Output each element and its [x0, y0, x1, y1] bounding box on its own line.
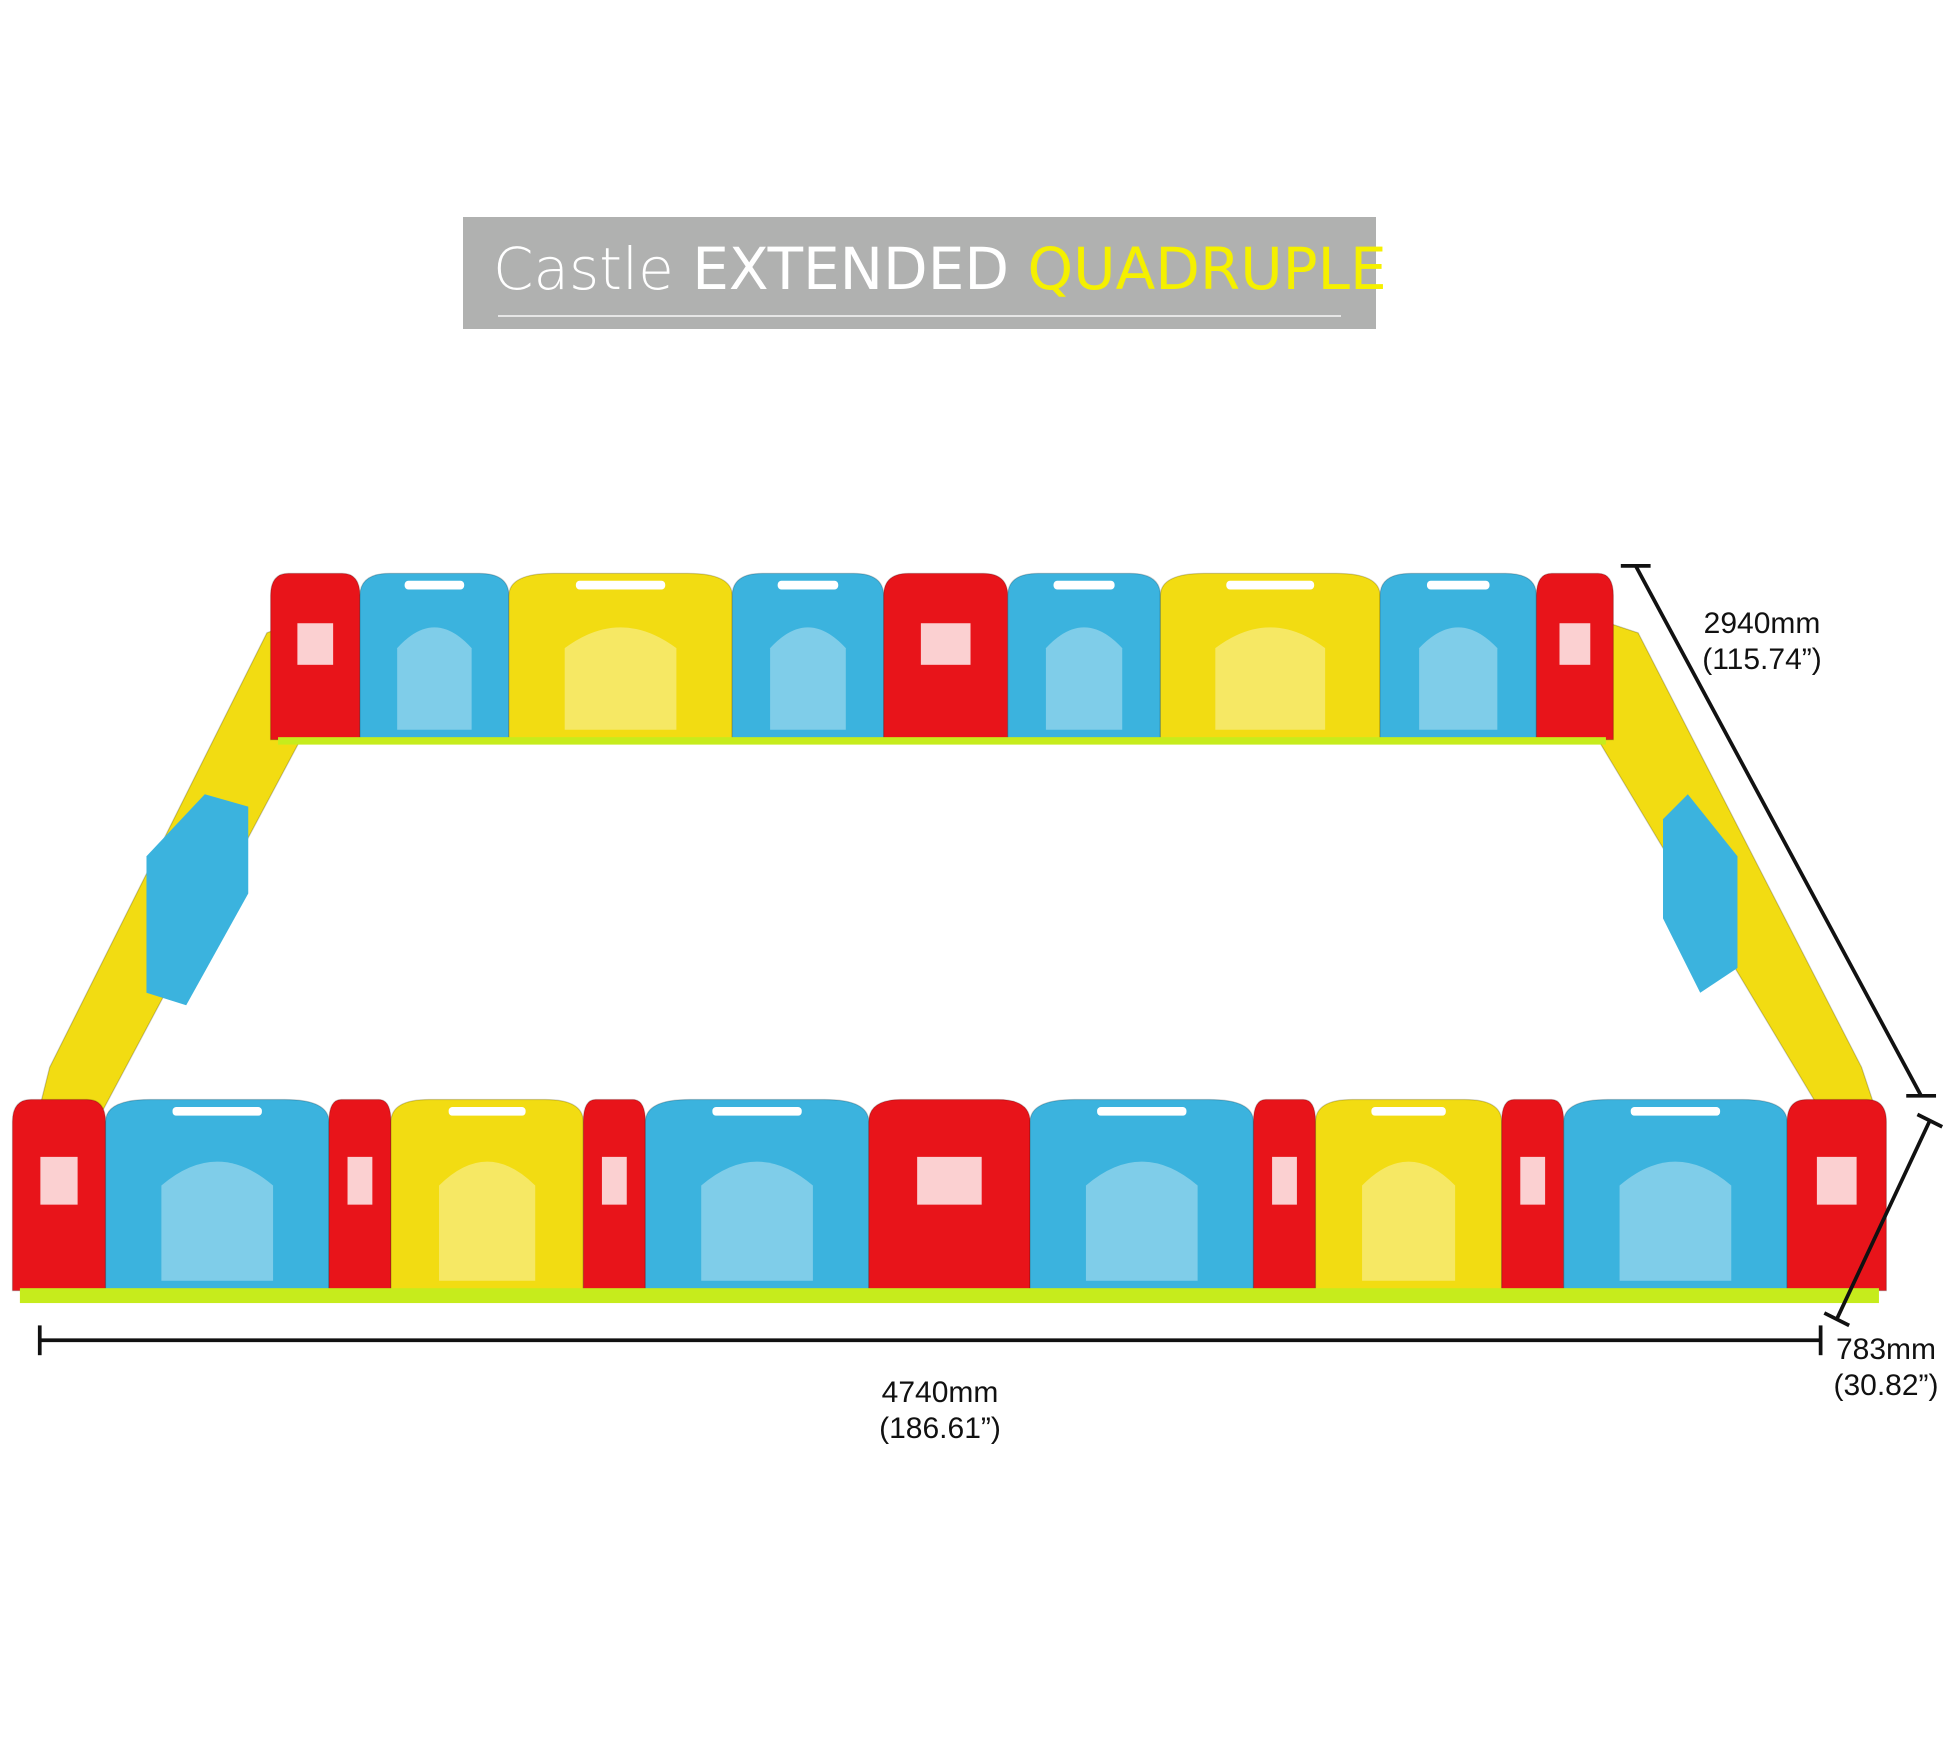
width-inch: (115.74”)	[1702, 643, 1822, 676]
height-label: 783mm (30.82”)	[1826, 1332, 1946, 1404]
height-dimension-line	[1835, 1119, 1932, 1320]
length-inch: (186.61”)	[879, 1412, 1001, 1445]
side-panel-blue	[1663, 794, 1738, 993]
base-strip	[278, 737, 1606, 745]
width-dimension-line	[1634, 565, 1923, 1097]
playpen-panel-red	[883, 572, 1009, 741]
playpen-panel-red	[11, 1098, 107, 1292]
playpen-panel-blue	[1007, 572, 1162, 741]
length-mm: 4740mm	[881, 1376, 999, 1409]
playpen-panel-blue	[1029, 1098, 1255, 1292]
playpen-panel-yellow	[1159, 572, 1381, 741]
width-label: 2940mm (115.74”)	[1692, 606, 1832, 678]
playpen-panel-red	[868, 1098, 1031, 1292]
playpen-panel-blue	[644, 1098, 870, 1292]
playpen-panel-blue	[104, 1098, 330, 1292]
base-strip	[19, 1288, 1879, 1304]
product-title-banner: Castle EXTENDED QUADRUPLE	[463, 217, 1387, 329]
playpen-panel-red	[1252, 1098, 1317, 1292]
playpen-panel-blue	[731, 572, 885, 741]
playpen-panel-red	[269, 572, 361, 741]
playpen-panel-red	[1786, 1098, 1888, 1292]
title-castle: Castle	[493, 235, 674, 303]
dimension-lines	[37, 564, 1944, 1356]
playpen-panel-blue	[359, 572, 510, 741]
height-inch: (30.82”)	[1833, 1369, 1939, 1402]
playpen-panel-yellow	[390, 1098, 584, 1292]
playpen-panel-red	[328, 1098, 392, 1292]
back-wall	[269, 572, 1614, 745]
product-title: Castle EXTENDED QUADRUPLE	[493, 235, 1387, 303]
playpen-panel-red	[1535, 572, 1614, 741]
length-label: 4740mm (186.61”)	[870, 1375, 1010, 1447]
side-panel-blue	[146, 794, 249, 1006]
left-side-wall	[36, 619, 299, 1118]
playpen-panel-blue	[1563, 1098, 1788, 1292]
playpen-panel-yellow	[1314, 1098, 1503, 1292]
playpen-panel-red	[1501, 1098, 1565, 1292]
title-quadruple: QUADRUPLE	[1027, 235, 1387, 303]
front-wall	[11, 1098, 1888, 1304]
title-underline	[498, 315, 1341, 317]
playpen-panel-red	[582, 1098, 646, 1292]
title-extended: EXTENDED	[692, 235, 1010, 303]
playpen-panel-yellow	[508, 572, 733, 741]
height-mm: 783mm	[1835, 1333, 1937, 1366]
playpen-panel-blue	[1379, 572, 1538, 741]
width-mm: 2940mm	[1703, 607, 1821, 640]
right-side-wall	[1600, 619, 1875, 1118]
